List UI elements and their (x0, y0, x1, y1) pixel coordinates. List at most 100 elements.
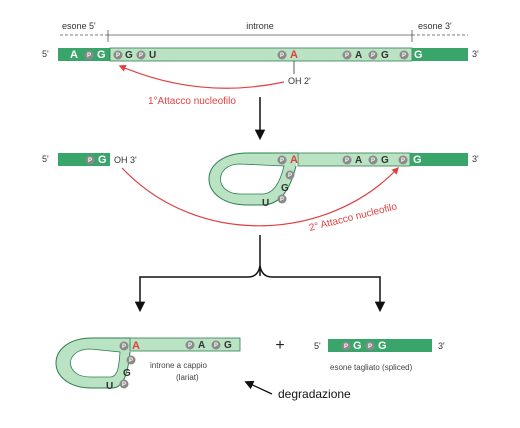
spliced-label: esone tagliato (spliced) (330, 363, 413, 372)
phosphate-label: P (116, 53, 120, 59)
phosphate (85, 155, 95, 165)
phosphate-label: P (371, 53, 375, 59)
nucleotide-G: G (378, 340, 387, 352)
branch-point-A: A (132, 340, 140, 352)
phosphate (342, 155, 352, 165)
intron-label: introne (246, 21, 274, 31)
phosphate-label: P (139, 53, 143, 59)
step1-pre-mrna: esone 5' introne esone 3' 5' 3' A P G P … (42, 21, 479, 107)
nucleotide-G: G (414, 49, 423, 61)
phosphate-label: P (368, 344, 372, 350)
nucleotide-A: A (355, 155, 362, 166)
phosphate-label: P (401, 158, 405, 164)
phosphate (368, 50, 378, 60)
nucleotide-A: A (355, 50, 362, 61)
phosphate-label: P (88, 158, 92, 164)
three-prime-end: 3' (472, 154, 479, 164)
phosphate (119, 341, 129, 351)
intron-tail-bar (297, 152, 411, 167)
five-prime-end: 5' (314, 341, 321, 351)
phosphate (277, 155, 287, 165)
nucleotide-G: G (224, 340, 232, 351)
nucleotide-G: G (97, 49, 106, 61)
nucleotide-U: U (149, 50, 156, 61)
degradation-label: degradazione (278, 387, 351, 401)
lariat-label: introne a cappio (150, 361, 207, 370)
phosphate (365, 341, 375, 351)
lariat-sublabel: (lariat) (176, 373, 199, 382)
lariat-product-hole (70, 348, 121, 378)
phosphate (136, 50, 146, 60)
phosphate (342, 50, 352, 60)
right-branch-arrow (259, 265, 386, 313)
phosphate (185, 340, 195, 350)
phosphate-label: P (402, 53, 406, 59)
phosphate-label: P (280, 158, 284, 164)
spliced-exon-bar (328, 339, 432, 352)
exon5-label: esone 5' (62, 21, 96, 31)
phosphate-label: P (345, 53, 349, 59)
phosphate (368, 155, 378, 165)
phosphate-label: P (122, 344, 126, 350)
phosphate (84, 50, 94, 60)
nucleotide-G: G (98, 154, 107, 166)
phosphate-label: P (188, 343, 192, 349)
phosphate-label: P (214, 343, 218, 349)
first-attack-label: 1°Attacco nucleofilo (148, 96, 236, 107)
nucleotide-G: G (353, 340, 362, 352)
nucleotide-A: A (70, 49, 78, 61)
phosphate (398, 155, 408, 165)
phosphate-label: P (371, 158, 375, 164)
oh2-label: OH 2' (288, 76, 311, 86)
phosphate-label: P (345, 158, 349, 164)
branch-point-A: A (290, 49, 298, 61)
exon5-bar (58, 48, 110, 61)
phosphate (277, 194, 287, 204)
phosphate (341, 341, 351, 351)
phosphate (126, 355, 136, 365)
phosphate-label: P (122, 382, 126, 388)
nucleotide-U: U (106, 381, 113, 392)
phosphate-label: P (129, 358, 133, 364)
nucleotide-A: A (198, 340, 205, 351)
phosphate (399, 50, 409, 60)
first-attack-arrow (118, 64, 285, 89)
phosphate (113, 50, 123, 60)
five-prime-end: 5' (42, 154, 49, 164)
three-prime-end: 3' (472, 49, 479, 59)
branch-arrows (134, 235, 386, 313)
nucleotide-G: G (381, 50, 389, 61)
nucleotide-G: G (381, 155, 389, 166)
three-prime-end: 3' (438, 341, 445, 351)
phosphate-label: P (280, 197, 284, 203)
phosphate (277, 50, 287, 60)
nucleotide-U: U (262, 198, 269, 209)
phosphate (285, 170, 295, 180)
phosphate-label: P (280, 53, 284, 59)
five-prime-end: 5' (42, 49, 49, 59)
plus-sign: + (275, 337, 284, 354)
nucleotide-G: G (413, 154, 422, 166)
second-attack-label: 2° Attacco nucleofilo (308, 201, 399, 234)
phosphate-label: P (87, 53, 91, 59)
branch-point-A: A (290, 154, 298, 166)
free-exon5-bar (58, 153, 110, 166)
nucleotide-G: G (123, 368, 131, 379)
oh3-label: OH 3' (114, 155, 137, 165)
second-attack-arrow (121, 166, 399, 227)
nucleotide-G: G (281, 183, 289, 194)
nucleotide-G: G (125, 50, 133, 61)
exon3-bar (410, 153, 468, 166)
exon3-label: esone 3' (418, 21, 452, 31)
phosphate (211, 340, 221, 350)
phosphate (119, 379, 129, 389)
lariat-hole (220, 163, 285, 195)
degradation-arrow (244, 380, 273, 395)
phosphate-label: P (344, 344, 348, 350)
phosphate-label: P (288, 173, 292, 179)
step2-intermediate: 5' P G OH 3' 3' P A P G P U P A P G P G … (42, 152, 479, 234)
step3-products: P A P G P U P A P G introne a cappio (la… (55, 337, 445, 401)
exon3-bar (412, 48, 468, 61)
left-branch-arrow (134, 265, 261, 313)
